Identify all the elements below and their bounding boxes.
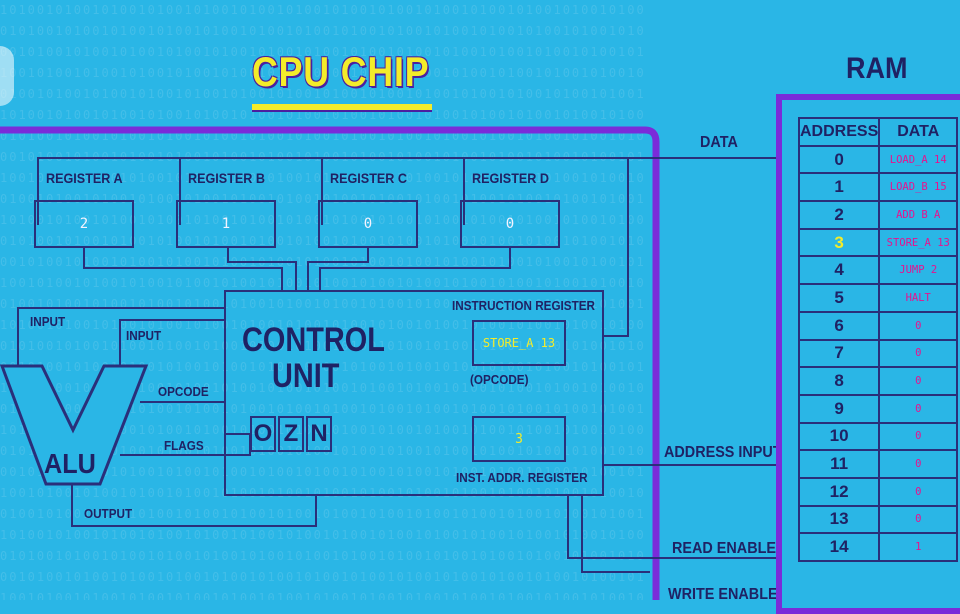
register-b-value: 1 [221, 216, 231, 232]
ram-address-cell: 6 [797, 310, 881, 341]
address-input-label: ADDRESS INPUT [664, 444, 782, 461]
write-enable-label: WRITE ENABLE [668, 586, 778, 603]
ram-data-cell: HALT [878, 283, 959, 313]
ram-address-cell: 3 [797, 227, 881, 258]
ram-address-cell: 12 [797, 476, 881, 507]
register-d-value: 0 [505, 216, 515, 232]
ram-data-cell: 0 [878, 366, 959, 396]
ram-data-cell: 0 [878, 338, 959, 369]
control-unit-box [224, 290, 604, 496]
ram-data-cell: 0 [878, 476, 959, 507]
alu-shape [0, 364, 149, 486]
circuit-wires [0, 126, 776, 600]
ram-address-cell: 5 [797, 283, 881, 313]
register-c-label: REGISTER C [330, 170, 408, 186]
inst-addr-register-value: 3 [515, 431, 523, 447]
control-unit-title: CONTROL UNIT [242, 321, 385, 395]
cpu-chip-title: CPU CHIP [252, 48, 430, 95]
inst-addr-register-label: INST. ADDR. REGISTER [456, 470, 588, 485]
ram-address-cell: 2 [797, 200, 881, 230]
ram-data-cell: ADD B A [878, 200, 959, 230]
ram-address-cell: 4 [797, 255, 881, 286]
register-c-box: 0 [318, 200, 418, 248]
ram-data-cell: 0 [878, 449, 959, 479]
ram-address-cell: 1 [797, 172, 881, 203]
register-d-label: REGISTER D [472, 170, 550, 186]
data-bus-label: DATA [700, 134, 738, 151]
register-d-box: 0 [460, 200, 560, 248]
overflow-flag: O [250, 416, 276, 452]
alu-input-2-label: INPUT [126, 328, 162, 343]
ram-title: RAM [846, 52, 908, 85]
alu-output-label: OUTPUT [84, 506, 133, 521]
control-title-line2: UNIT [272, 357, 340, 395]
ram-address-cell: 14 [797, 532, 881, 562]
alu-flags-label: FLAGS [164, 438, 204, 453]
ram-data-cell: LOAD_B 15 [878, 172, 959, 203]
register-a-label: REGISTER A [46, 170, 123, 186]
ram-address-cell: 11 [797, 449, 881, 479]
ram-address-cell: 9 [797, 393, 881, 424]
ram-header-row: ADDRESS DATA [797, 117, 959, 147]
instruction-register-label: INSTRUCTION REGISTER [452, 298, 596, 313]
ram-data-header: DATA [878, 117, 959, 147]
control-title-line1: CONTROL [242, 321, 385, 359]
register-b-box: 1 [176, 200, 276, 248]
ram-data-cell: 0 [878, 310, 959, 341]
alu-input-1-label: INPUT [30, 314, 66, 329]
cpu-chip-border [0, 126, 660, 600]
negative-flag: N [306, 416, 332, 452]
instruction-register-box: STORE_A 13 [472, 320, 566, 366]
ram-data-cell: JUMP 2 [878, 255, 959, 286]
opcode-label: (OPCODE) [470, 372, 529, 387]
ram-data-cell: LOAD_A 14 [878, 144, 959, 175]
ram-data-cell: 0 [878, 393, 959, 424]
ram-address-cell: 13 [797, 504, 881, 535]
title-underline [252, 104, 432, 112]
ram-address-cell: 0 [797, 144, 881, 175]
instruction-register-value: STORE_A 13 [482, 336, 556, 350]
read-enable-label: READ ENABLE [672, 540, 777, 557]
ram-data-cell: 1 [878, 532, 959, 562]
alu-label: ALU [44, 448, 96, 479]
register-b-label: REGISTER B [188, 170, 266, 186]
ram-address-header: ADDRESS [797, 117, 881, 147]
alu-opcode-label: OPCODE [158, 384, 209, 399]
ram-address-cell: 10 [797, 421, 881, 452]
scroll-handle[interactable] [0, 46, 14, 106]
register-a-box: 2 [34, 200, 134, 248]
ram-address-cell: 7 [797, 338, 881, 369]
inst-addr-register-box: 3 [472, 416, 566, 462]
zero-flag: Z [278, 416, 304, 452]
ram-data-cell: 0 [878, 421, 959, 452]
ram-address-cell: 8 [797, 366, 881, 396]
register-a-value: 2 [79, 216, 89, 232]
ram-data-cell: STORE_A 13 [878, 227, 959, 258]
register-c-value: 0 [363, 216, 373, 232]
ram-data-cell: 0 [878, 504, 959, 535]
